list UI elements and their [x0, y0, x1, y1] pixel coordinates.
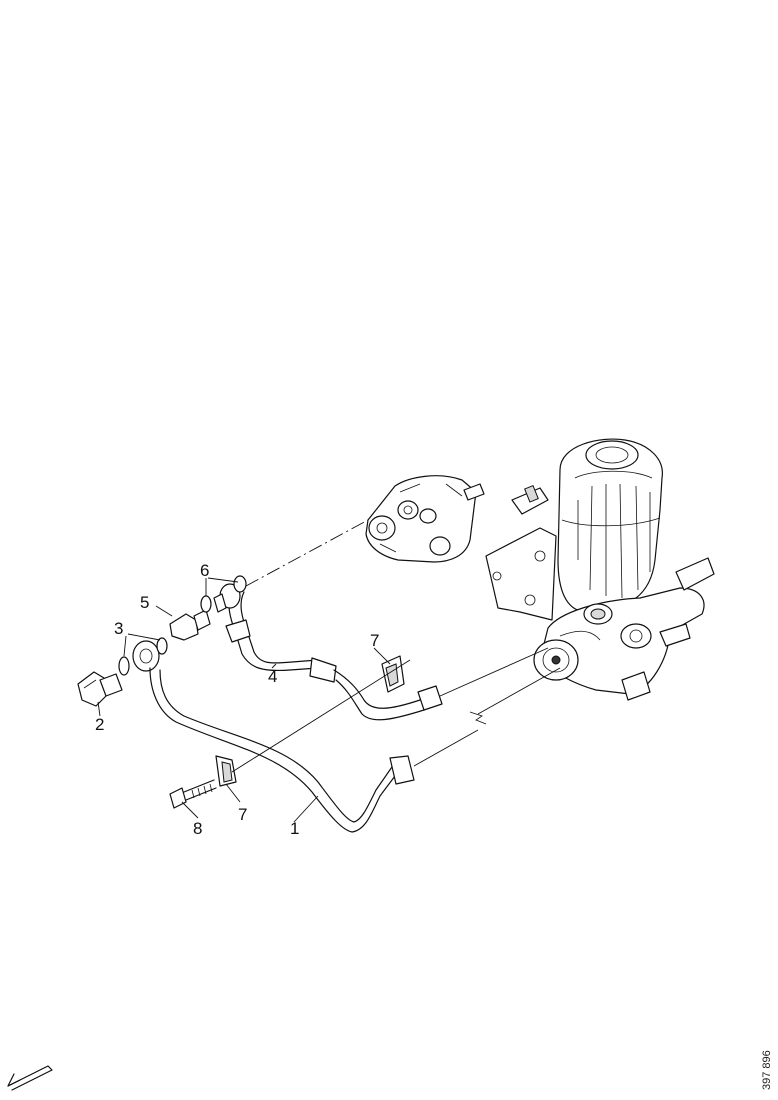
callout-3: 3 [114, 619, 123, 638]
callout-6: 6 [200, 561, 209, 580]
callout-7-upper: 7 [370, 631, 379, 650]
injection-pump [365, 475, 485, 563]
bolt-8 [169, 779, 217, 809]
sealing-washer-6 [200, 575, 247, 613]
callout-7-lower: 7 [238, 805, 247, 824]
callout-1: 1 [290, 819, 299, 838]
sealing-washer-3 [118, 637, 168, 676]
fuel-pipe-1 [132, 640, 561, 833]
drawing-number: 397 896 [761, 1050, 773, 1090]
fuel-pipe-4 [219, 519, 549, 721]
callout-2: 2 [95, 715, 104, 734]
callout-leaders [97, 577, 391, 823]
callout-5: 5 [140, 593, 149, 612]
banjo-bolt-5 [169, 609, 211, 641]
callout-4: 4 [268, 667, 277, 686]
banjo-bolt-2 [77, 671, 123, 707]
callout-8: 8 [193, 819, 202, 838]
direction-arrow-icon [7, 1065, 53, 1091]
fuel-filter-housing [485, 438, 715, 701]
